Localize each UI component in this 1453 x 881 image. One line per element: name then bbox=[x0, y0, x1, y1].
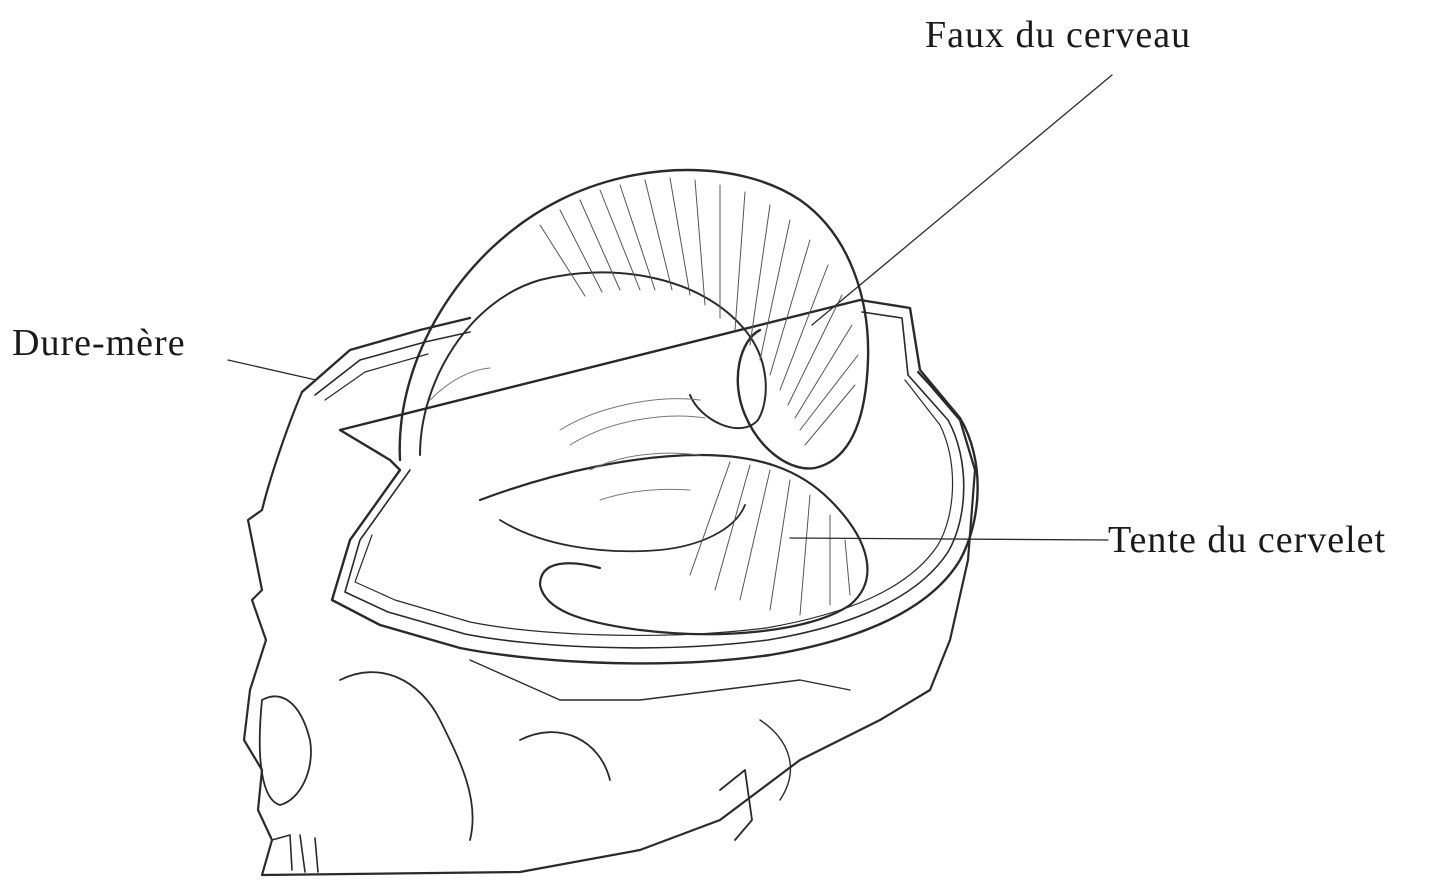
zygomatic bbox=[340, 672, 610, 840]
mastoid bbox=[720, 770, 752, 840]
label-faux-du-cerveau: Faux du cerveau bbox=[925, 16, 1191, 54]
falx-hatching bbox=[540, 178, 858, 445]
cavity-shading bbox=[430, 368, 705, 500]
label-tente-du-cervelet: Tente du cervelet bbox=[1108, 521, 1386, 559]
teeth bbox=[272, 835, 318, 872]
label-dure-mere: Dure-mère bbox=[12, 324, 186, 362]
falx-cerebri-inner-edge bbox=[420, 272, 766, 455]
leader-dure-mere bbox=[228, 360, 316, 380]
leader-faux-du-cerveau bbox=[812, 75, 1112, 325]
skull-outline bbox=[244, 372, 975, 875]
dura-mater-band-inner bbox=[315, 312, 964, 648]
tentorium-notch bbox=[500, 505, 745, 551]
leader-tente-du-cervelet bbox=[790, 538, 1108, 540]
tentorium-cerebelli bbox=[480, 455, 867, 634]
dura-mater-band-line3 bbox=[325, 354, 953, 635]
orbit bbox=[260, 696, 311, 805]
temporal-lines bbox=[470, 660, 850, 800]
